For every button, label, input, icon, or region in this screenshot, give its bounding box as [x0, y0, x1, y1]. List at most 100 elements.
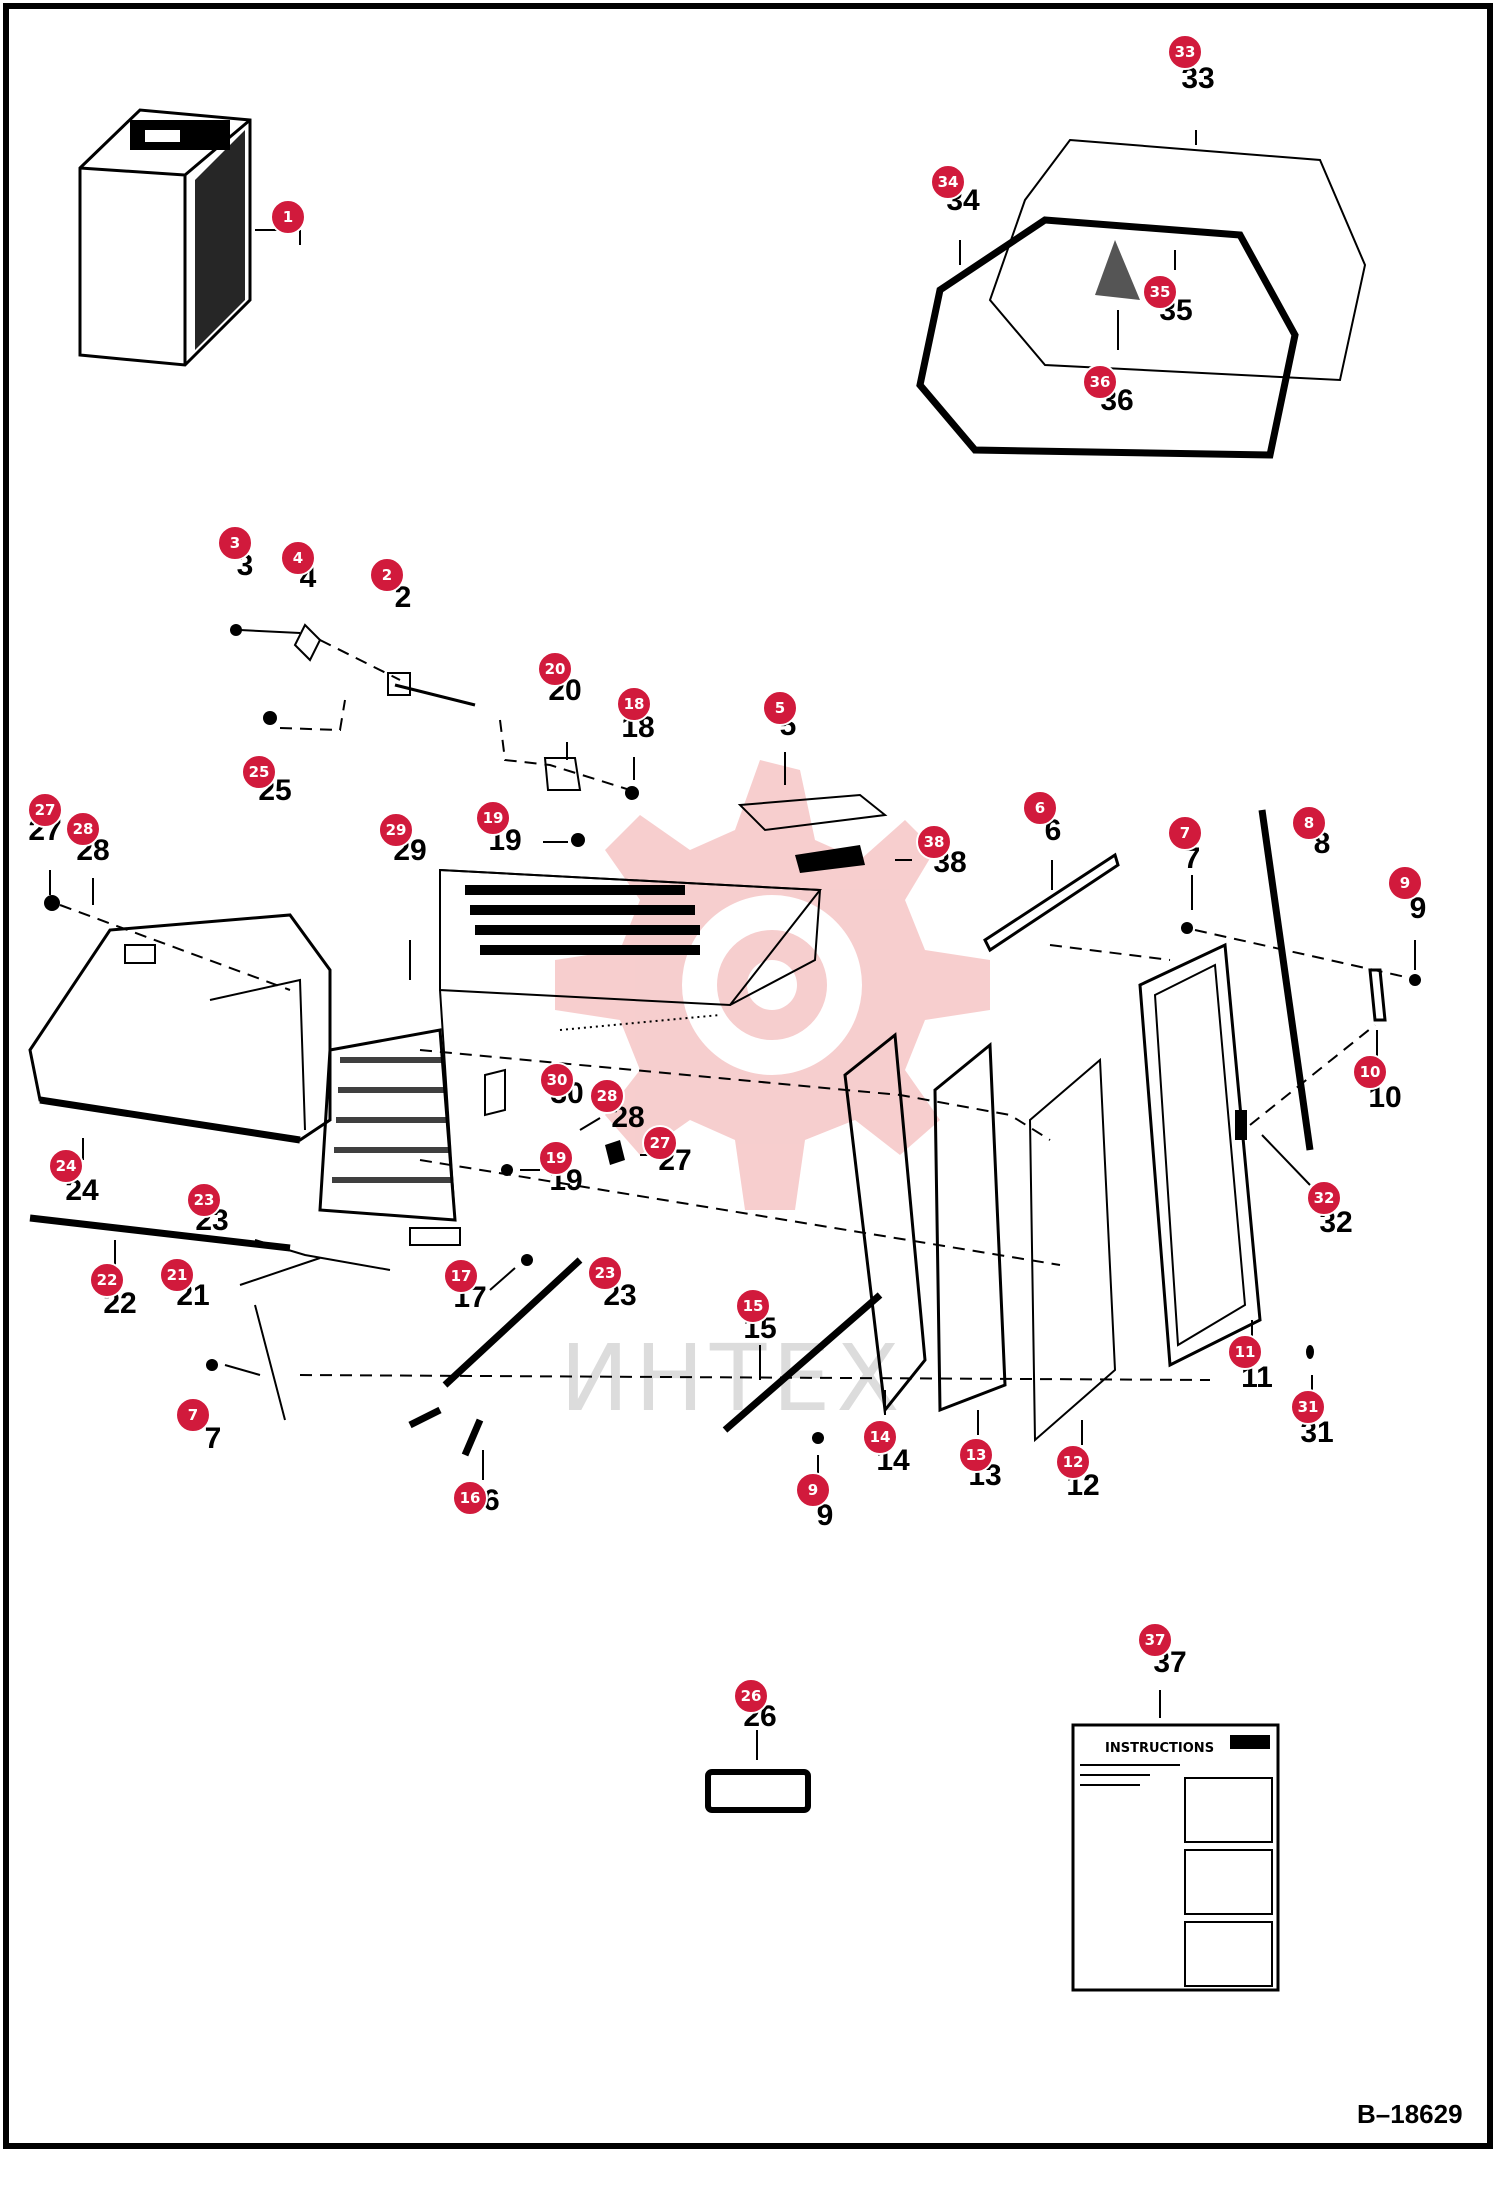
callout-badge-p12: 12 [1055, 1444, 1091, 1480]
part-callouts: 1223344556677778899991010111112121313141… [27, 34, 1427, 1733]
svg-text:20: 20 [545, 660, 566, 678]
svg-text:27: 27 [35, 801, 56, 819]
callout-badge-p3: 3 [217, 525, 253, 561]
callout-badge-p11: 11 [1227, 1334, 1263, 1370]
callout-badge-p10: 10 [1352, 1054, 1388, 1090]
svg-text:4: 4 [293, 549, 303, 567]
part-number-p2: 2 [395, 581, 412, 614]
part-1-box-drawing [78, 108, 301, 367]
svg-text:32: 32 [1314, 1189, 1335, 1207]
svg-text:22: 22 [97, 1271, 118, 1289]
callout-badge-p28a: 28 [65, 811, 101, 847]
callout-badge-p15: 15 [735, 1288, 771, 1324]
svg-text:38: 38 [924, 833, 945, 851]
svg-text:23: 23 [595, 1264, 616, 1282]
part-number-p7b: 7 [205, 1422, 222, 1455]
callout-badge-p20: 20 [537, 651, 573, 687]
svg-text:18: 18 [624, 695, 645, 713]
svg-text:26: 26 [741, 1687, 762, 1705]
roof-vent-grille [465, 885, 700, 955]
callout-badge-p8: 8 [1291, 805, 1327, 841]
svg-text:37: 37 [1145, 1631, 1166, 1649]
svg-text:2: 2 [382, 566, 392, 584]
callout-badge-p9a: 9 [1387, 865, 1423, 901]
callout-badge-p27a: 27 [27, 792, 63, 828]
svg-text:23: 23 [194, 1191, 215, 1209]
svg-text:30: 30 [547, 1071, 568, 1089]
callout-badge-p26: 26 [733, 1678, 769, 1714]
callout-badge-p29: 29 [378, 812, 414, 848]
cab-assembly-drawing [28, 623, 1421, 1480]
callout-badge-p24: 24 [48, 1148, 84, 1184]
callout-badge-p37: 37 [1137, 1622, 1173, 1658]
watermark-text: ИНТЕХ [560, 1325, 905, 1432]
callout-badge-p7a: 7 [1167, 815, 1203, 851]
svg-text:3: 3 [230, 534, 240, 552]
callout-badge-p22: 22 [89, 1262, 125, 1298]
part-26-decal-drawing [705, 1730, 811, 1813]
callout-badge-p28b: 28 [589, 1078, 625, 1114]
svg-text:1: 1 [283, 208, 293, 226]
svg-text:34: 34 [938, 173, 959, 191]
callout-badge-p19b: 19 [538, 1140, 574, 1176]
svg-text:16: 16 [460, 1489, 481, 1507]
watermark-logo [555, 760, 990, 1210]
svg-text:19: 19 [546, 1149, 567, 1167]
svg-text:9: 9 [808, 1481, 818, 1499]
svg-text:12: 12 [1063, 1453, 1084, 1471]
svg-text:6: 6 [1035, 799, 1045, 817]
svg-text:9: 9 [1400, 874, 1410, 892]
svg-text:10: 10 [1360, 1063, 1381, 1081]
svg-text:8: 8 [1304, 814, 1314, 832]
figure-reference: B–18629 [1357, 2099, 1463, 2129]
callout-badge-p25: 25 [241, 754, 277, 790]
callout-badge-p2: 2 [369, 557, 405, 593]
svg-text:25: 25 [249, 763, 270, 781]
callout-badge-p36: 36 [1082, 364, 1118, 400]
callout-badge-p6: 6 [1022, 790, 1058, 826]
callout-badge-p30: 30 [539, 1062, 575, 1098]
callout-badge-p32: 32 [1306, 1180, 1342, 1216]
svg-text:33: 33 [1175, 43, 1196, 61]
instruction-sheet-title: INSTRUCTIONS [1105, 1741, 1214, 1756]
page-border [3, 3, 1493, 2149]
callout-badge-p5: 5 [762, 690, 798, 726]
part-number-p9b: 9 [817, 1499, 834, 1532]
callout-badge-p34: 34 [930, 164, 966, 200]
callout-badge-p33: 33 [1167, 34, 1203, 70]
callout-badge-p13: 13 [958, 1437, 994, 1473]
svg-text:31: 31 [1298, 1398, 1319, 1416]
callout-badge-p17: 17 [443, 1258, 479, 1294]
windshield-kit-drawing [916, 130, 1367, 459]
callout-badge-p16: 16 [452, 1480, 488, 1516]
svg-text:27: 27 [650, 1134, 671, 1152]
svg-text:13: 13 [966, 1446, 987, 1464]
callout-badge-p35: 35 [1142, 274, 1178, 310]
svg-text:28: 28 [597, 1087, 618, 1105]
part-number-p9a: 9 [1410, 892, 1427, 925]
callout-badge-p9b: 9 [795, 1472, 831, 1508]
svg-text:7: 7 [188, 1406, 198, 1424]
callout-badge-p31: 31 [1290, 1389, 1326, 1425]
callout-badge-p21: 21 [159, 1257, 195, 1293]
svg-text:19: 19 [483, 809, 504, 827]
callout-badge-p14: 14 [862, 1419, 898, 1455]
callout-badge-p4: 4 [280, 540, 316, 576]
callout-badge-p1: 1 [270, 199, 306, 235]
svg-text:7: 7 [1180, 824, 1190, 842]
part-37-instruction-sheet-drawing: INSTRUCTIONS [1071, 1690, 1280, 1992]
svg-text:35: 35 [1150, 283, 1171, 301]
callout-badge-p23a: 23 [186, 1182, 222, 1218]
callout-badge-p27b: 27 [642, 1125, 678, 1161]
callout-badge-p18: 18 [616, 686, 652, 722]
svg-text:11: 11 [1235, 1343, 1256, 1361]
svg-text:14: 14 [870, 1428, 891, 1446]
svg-text:24: 24 [56, 1157, 77, 1175]
svg-text:5: 5 [775, 699, 785, 717]
callout-badge-p7b: 7 [175, 1397, 211, 1433]
callout-badge-p19a: 19 [475, 800, 511, 836]
svg-text:17: 17 [451, 1267, 472, 1285]
svg-text:21: 21 [167, 1266, 188, 1284]
